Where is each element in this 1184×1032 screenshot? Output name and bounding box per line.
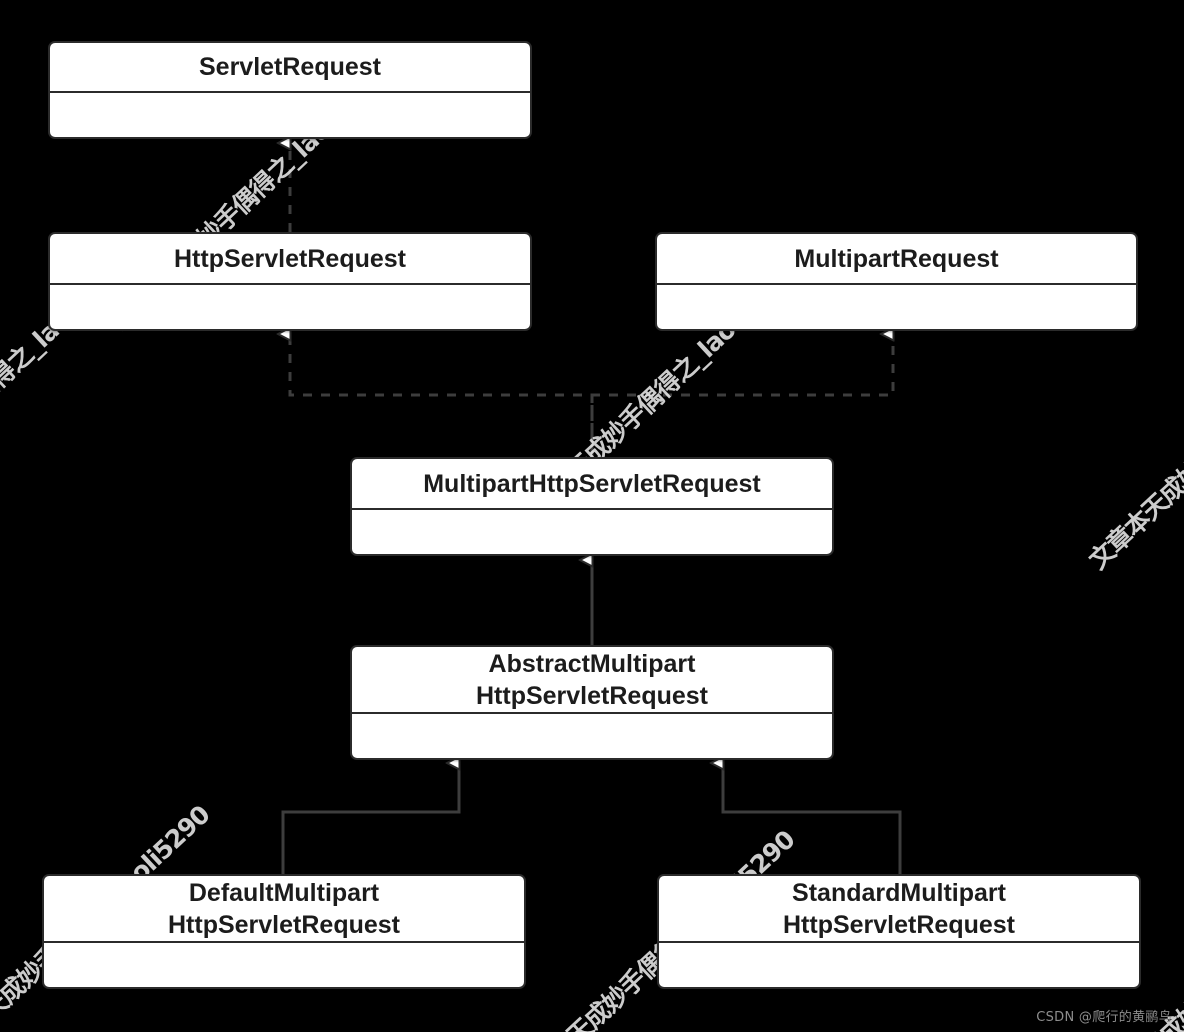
class-members-compartment (44, 943, 524, 987)
class-title-line1: StandardMultipart (792, 878, 1006, 907)
class-box-httpservletrequest[interactable]: HttpServletRequest (48, 232, 532, 331)
class-title-line1: MultipartHttpServletRequest (423, 469, 761, 498)
class-title: StandardMultipart HttpServletRequest (659, 876, 1139, 943)
class-box-standardmultiparthttpservletrequest[interactable]: StandardMultipart HttpServletRequest (657, 874, 1141, 989)
class-title: MultipartRequest (657, 234, 1136, 285)
edge-multiparthttp-to-httpservletrequest (290, 334, 594, 457)
class-title-line2: HttpServletRequest (168, 910, 400, 939)
class-members-compartment (657, 285, 1136, 329)
class-members-compartment (50, 285, 530, 329)
class-box-multipartrequest[interactable]: MultipartRequest (655, 232, 1138, 331)
edge-standardmultipart-to-abstractmultipart (723, 763, 902, 874)
class-title-line2: HttpServletRequest (476, 681, 708, 710)
class-title: ServletRequest (50, 43, 530, 93)
class-members-compartment (50, 93, 530, 137)
class-box-abstractmultiparthttpservletrequest[interactable]: AbstractMultipart HttpServletRequest (350, 645, 834, 760)
edge-multiparthttp-to-multipartrequest (590, 334, 895, 450)
csdn-watermark: CSDN @爬行的黄鹂鸟 (1036, 1010, 1172, 1025)
class-title-line1: AbstractMultipart (488, 649, 696, 678)
class-title: AbstractMultipart HttpServletRequest (352, 647, 832, 714)
class-title: HttpServletRequest (50, 234, 530, 285)
class-title-line2: HttpServletRequest (783, 910, 1015, 939)
edge-defaultmultipart-to-abstractmultipart (281, 763, 461, 874)
class-title: MultipartHttpServletRequest (352, 459, 832, 510)
class-title-line1: HttpServletRequest (174, 244, 406, 273)
class-members-compartment (659, 943, 1139, 987)
class-box-servletrequest[interactable]: ServletRequest (48, 41, 532, 139)
class-title: DefaultMultipart HttpServletRequest (44, 876, 524, 943)
class-members-compartment (352, 714, 832, 758)
class-title-line1: MultipartRequest (794, 244, 999, 273)
class-box-multiparthttpservletrequest[interactable]: MultipartHttpServletRequest (350, 457, 834, 556)
class-box-defaultmultiparthttpservletrequest[interactable]: DefaultMultipart HttpServletRequest (42, 874, 526, 989)
class-members-compartment (352, 510, 832, 554)
class-title-line1: DefaultMultipart (188, 878, 380, 907)
class-title-line1: ServletRequest (198, 53, 382, 81)
